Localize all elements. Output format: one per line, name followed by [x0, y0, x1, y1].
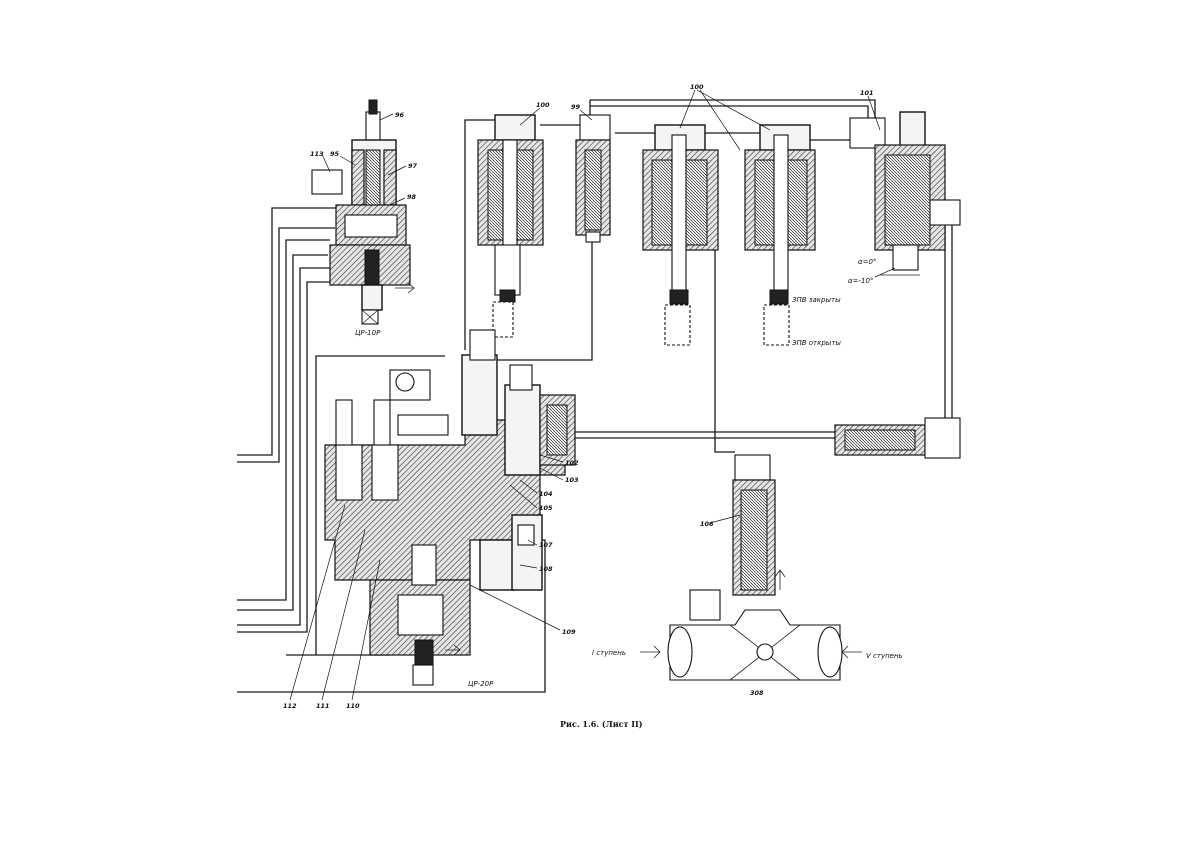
label-cr10: ЦР-10Р: [355, 329, 381, 337]
label-100-top: 100: [690, 83, 704, 91]
label-100-left: 100: [536, 101, 550, 109]
label-105: 105: [539, 504, 553, 512]
label-angle-10: α=-10°: [848, 277, 873, 285]
label-101: 101: [860, 89, 874, 97]
valve-99: [575, 114, 611, 243]
label-angle-0: α=0°: [858, 258, 876, 266]
cr10-regulator: [311, 99, 415, 325]
label-107: 107: [539, 541, 553, 549]
labels: 96 113 95 97 98 ЦР-10Р 100 99 100 101 α=…: [283, 83, 903, 729]
label-103: 103: [565, 476, 579, 484]
label-cr20: ЦР-20Р: [468, 680, 494, 688]
label-zpv-closed: ЗПВ закрыты: [792, 296, 841, 304]
valve-100-right: [744, 124, 816, 346]
label-109: 109: [562, 628, 576, 636]
valve-100-left: [477, 114, 544, 338]
label-104: 104: [539, 490, 553, 498]
label-113: 113: [310, 150, 324, 158]
cr20-regulator: [324, 329, 576, 686]
label-110: 110: [346, 702, 360, 710]
horizontal-actuator: [834, 417, 961, 459]
label-308: 308: [750, 689, 764, 697]
label-106: 106: [700, 520, 714, 528]
actuator-101: [849, 111, 961, 276]
label-102: 102: [565, 459, 579, 467]
label-99: 99: [571, 103, 581, 111]
label-112: 112: [283, 702, 297, 710]
bypass-valve-308: [640, 454, 862, 681]
label-97: 97: [408, 162, 418, 170]
label-zpv-open: ЗПВ открыты: [792, 339, 841, 347]
label-98: 98: [407, 193, 417, 201]
label-stage-1: I ступень: [592, 649, 626, 657]
label-111: 111: [316, 702, 330, 710]
label-stage-5: V ступень: [866, 652, 903, 660]
figure-caption: Рис. 1.6. (Лист II): [560, 719, 643, 729]
pipelines: [237, 99, 953, 693]
label-95: 95: [330, 150, 340, 158]
valve-100-center: [642, 124, 719, 346]
label-96: 96: [395, 111, 405, 119]
label-108: 108: [539, 565, 553, 573]
leader-lines: [289, 89, 896, 701]
